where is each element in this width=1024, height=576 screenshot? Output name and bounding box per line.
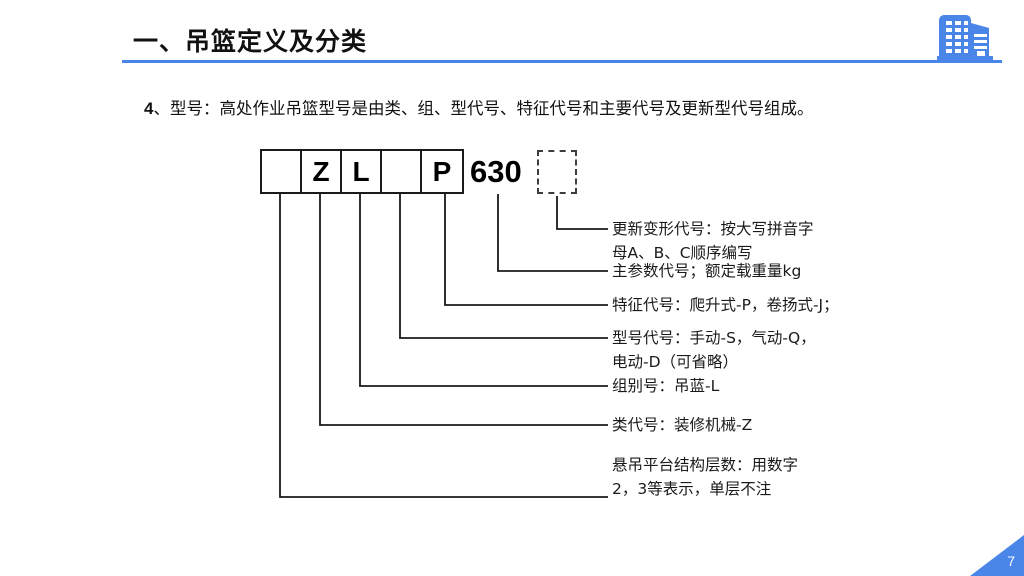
annotation-main-parameter: 主参数代号；额定载重量kg [612, 259, 801, 283]
code-cell-layers [262, 151, 302, 192]
annotation-class-code-line1: 类代号：装修机械-Z [612, 416, 753, 434]
code-cell-class: Z [302, 151, 342, 192]
subtitle-text: 、型号：高处作业吊篮型号是由类、组、型代号、特征代号和主要代号及更新型代号组成。 [153, 100, 814, 118]
code-cell-feature: P [432, 155, 452, 187]
code-cell-type [382, 151, 422, 192]
code-boxes: Z L P [260, 149, 464, 194]
annotation-platform-layers-line2: 2，3等表示，单层不注 [612, 480, 772, 498]
annotation-feature-code-line1: 特征代号：爬升式-P，卷扬式-J； [612, 296, 839, 314]
page-number-text: 7 [1007, 553, 1015, 569]
annotation-variant-code: 更新变形代号：按大写拼音字 母A、B、C顺序编写 [612, 217, 814, 265]
annotation-type-code-line2: 电动-D（可省略） [612, 353, 739, 371]
subtitle-line: 4、型号：高处作业吊篮型号是由类、组、型代号、特征代号和主要代号及更新型代号组成… [144, 95, 813, 119]
annotation-platform-layers-line1: 悬吊平台结构层数：用数字 [612, 456, 799, 474]
page-title: 一、吊篮定义及分类 [133, 28, 368, 56]
subtitle-index: 4 [144, 99, 154, 118]
annotation-variant-code-line2: 母A、B、C顺序编写 [612, 244, 753, 262]
building-icon [937, 15, 993, 60]
page-number-triangle [970, 535, 1024, 576]
annotation-main-parameter-line1: 主参数代号；额定载重量kg [612, 262, 802, 280]
param-value-630: 630 [470, 153, 522, 189]
annotation-variant-code-line1: 更新变形代号：按大写拼音字 [612, 220, 814, 238]
variant-code-dashed-box [537, 150, 577, 194]
slide-header: 一、吊篮定义及分类 [0, 0, 1024, 68]
annotation-class-code: 类代号：装修机械-Z [612, 413, 752, 437]
page-number-badge: 7 [970, 535, 1024, 576]
annotation-group-code: 组别号：吊蓝-L [612, 374, 719, 398]
annotation-group-code-line1: 组别号：吊蓝-L [612, 377, 720, 395]
annotation-feature-code: 特征代号：爬升式-P，卷扬式-J； [612, 293, 839, 317]
code-cell-group: L [342, 151, 382, 192]
annotation-platform-layers: 悬吊平台结构层数：用数字 2，3等表示，单层不注 [612, 453, 798, 501]
annotation-type-code: 型号代号：手动-S，气动-Q， 电动-D（可省略） [612, 326, 816, 374]
title-underline-rule [122, 60, 1002, 63]
annotation-type-code-line1: 型号代号：手动-S，气动-Q， [612, 329, 816, 347]
